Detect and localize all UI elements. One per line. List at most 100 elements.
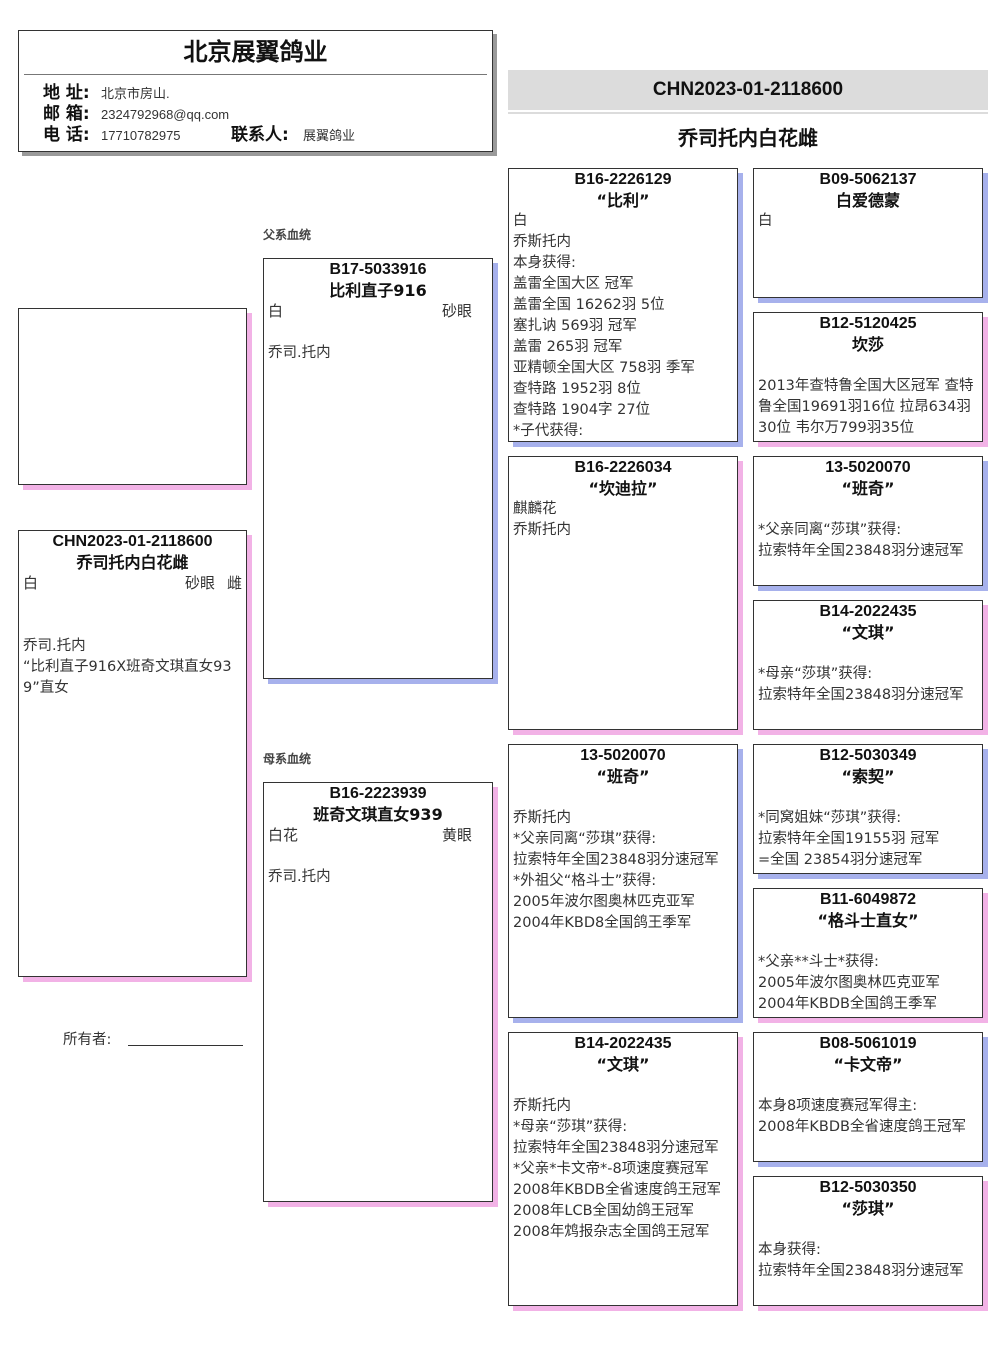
card-line (758, 1075, 978, 1096)
ring-number: B16-2226129 (574, 171, 672, 188)
card-line: 查特路 1952羽 8位 (513, 381, 641, 397)
card-line: 乔司.托内 (268, 869, 331, 885)
dam-card: B16-2223939 班奇文琪直女939 白花 黄眼 乔司.托内 (263, 782, 493, 1202)
ring-number: CHN2023-01-2118600 (52, 533, 213, 550)
card-body: 乔斯托内*父亲同离“莎琪”获得:拉索特年全国23848羽分速冠军*外祖父“格斗士… (509, 787, 737, 934)
card-line (758, 931, 978, 952)
pigeon-name: “文琪” (841, 623, 895, 642)
card-body: *父亲同离“莎琪”获得:拉索特年全国23848羽分速冠军 (754, 499, 982, 562)
card-line: 盖雷 265羽 冠军 (513, 339, 623, 355)
ring-number: B16-2226034 (574, 459, 672, 476)
phone-value: 17710782975 (101, 128, 181, 143)
card-line: 乔斯托内 (513, 522, 571, 538)
card-line (513, 1075, 733, 1096)
subject-card: CHN2023-01-2118600 乔司托内白花雌 白砂眼雌 乔司.托内“比利… (18, 530, 247, 977)
card-line: 2004年KBD8全国鸽王季军 (513, 915, 692, 931)
card-body: 本身获得:拉索特年全国23848羽分速冠军 (754, 1219, 982, 1282)
card-line: 麒麟花 (513, 501, 557, 517)
great-grandparent-card: B08-5061019“卡文帝”本身8项速度赛冠军得主:2008年KBDB全省速… (753, 1032, 983, 1162)
ring-number: B16-2223939 (329, 785, 427, 802)
card-line: *父亲同离“莎琪”获得: (513, 831, 657, 847)
card-line: 乔斯托内 (513, 234, 571, 250)
card-line: 本身获得: (758, 1242, 821, 1258)
card-line (23, 615, 242, 636)
banner-ring: CHN2023-01-2118600 (508, 70, 988, 110)
email-label: 邮 箱: (43, 104, 90, 124)
card-line: 白 (513, 213, 528, 229)
great-grandparent-card: B12-5030349“索契”*同窝姐妹“莎琪”获得:拉索特年全国19155羽 … (753, 744, 983, 874)
card-line: *父亲**斗士*获得: (758, 954, 879, 970)
card-line: 2005年波尔图奥林匹克亚军 (513, 894, 695, 910)
card-line: 2005年波尔图奥林匹克亚军 (758, 975, 940, 991)
eye: 黄眼 (441, 826, 472, 844)
granddam-paternal-card: B16-2226034 “坎迪拉” 麒麟花乔斯托内 (508, 456, 738, 730)
card-line: 盖雷全国 16262羽 5位 (513, 297, 665, 313)
card-line: 2008年鸩报杂志全国鸽王冠军 (513, 1224, 710, 1240)
address-label: 地 址: (43, 83, 90, 103)
contact-value: 展翼鸽业 (303, 128, 356, 143)
pigeon-name: “坎迪拉” (588, 479, 658, 498)
grandsire-maternal-card: 13-5020070“班奇”乔斯托内*父亲同离“莎琪”获得:拉索特年全国2384… (508, 744, 738, 1018)
pigeon-name: “班奇” (841, 479, 895, 498)
card-line: *外祖父“格斗士”获得: (513, 873, 657, 889)
card-body: 乔司.托内 (264, 322, 492, 364)
card-line: 盖雷全国大区 冠军 (513, 276, 634, 292)
card-line (758, 643, 978, 664)
card-body: 2013年查特鲁全国大区冠军 查特鲁全国19691羽16位 拉昂634羽30位 … (754, 355, 982, 439)
card-line: *子代获得: (513, 423, 584, 439)
color: 白 (268, 302, 284, 320)
card-line (268, 846, 488, 867)
great-grandparent-card: B14-2022435“文琪”*母亲“莎琪”获得:拉索特年全国23848羽分速冠… (753, 600, 983, 730)
card-line: 乔斯托内 (513, 1098, 571, 1114)
pigeon-name: “格斗士直女” (817, 911, 919, 930)
ring-number: B09-5062137 (819, 171, 917, 188)
card-line (23, 594, 242, 615)
ring-number: B12-5030350 (819, 1179, 917, 1196)
breeder-title: 北京展翼鸽业 (183, 38, 328, 66)
card-line: *同窝姐妹“莎琪”获得: (758, 810, 902, 826)
sire-card: B17-5033916 比利直子916 白砂眼 乔司.托内 (263, 258, 493, 679)
sire-line-label: 父系血统 (263, 228, 312, 242)
ring-number: B12-5030349 (819, 747, 917, 764)
grandsire-paternal-card: B16-2226129“比利”白乔斯托内本身获得:盖雷全国大区 冠军盖雷全国 1… (508, 168, 738, 442)
card-line: 2008年LCB全国幼鸽王冠军 (513, 1203, 695, 1219)
color: 白花 (268, 826, 299, 844)
card-body: 白 (754, 211, 982, 232)
banner-name: 乔司托内白花雌 (678, 126, 818, 150)
card-line: *父亲*卡文帝*-8项速度赛冠军 (513, 1161, 709, 1177)
card-line (758, 787, 978, 808)
card-line (268, 322, 488, 343)
card-body: 乔斯托内 *母亲“莎琪”获得: 拉索特年全国23848羽分速冠军 *父亲*卡文帝*-8… (509, 1075, 737, 1243)
card-body: 乔司.托内 “比利直子916X班奇文琪直女939”直女 (19, 594, 246, 699)
pigeon-name: 比利直子916 (329, 281, 427, 300)
address-value: 北京市房山. (101, 86, 170, 101)
card-line: =全国 23854羽分速冠军 (758, 852, 923, 868)
ring-number: B17-5033916 (329, 261, 427, 278)
pigeon-name: “文琪” (596, 1055, 650, 1074)
owner-signature-line[interactable] (128, 1045, 243, 1046)
pigeon-name: “莎琪” (841, 1199, 895, 1218)
pigeon-name: 班奇文琪直女939 (313, 805, 443, 824)
pigeon-name: “卡文帝” (833, 1055, 903, 1074)
card-body: *母亲“莎琪”获得:拉索特年全国23848羽分速冠军 (754, 643, 982, 706)
card-line: 乔司.托内 (23, 638, 86, 654)
ring-number: B14-2022435 (574, 1035, 672, 1052)
card-line: 拉索特年全国23848羽分速冠军 (513, 1140, 719, 1156)
card-line: 塞扎讷 569羽 冠军 (513, 318, 637, 334)
card-line: 2008年KBDB全省速度鸽王冠军 (513, 1182, 721, 1198)
dam-line-label: 母系血统 (263, 752, 312, 766)
photo-placeholder (18, 308, 247, 485)
card-line: *母亲“莎琪”获得: (513, 1119, 628, 1135)
owner-label: 所有者: (63, 1032, 112, 1048)
ring-number: B08-5061019 (819, 1035, 917, 1052)
pigeon-name: 乔司托内白花雌 (76, 553, 189, 572)
card-line: 本身获得: (513, 255, 576, 271)
email-value: 2324792968@qq.com (101, 107, 230, 122)
card-body: 白乔斯托内本身获得: 盖雷全国大区 冠军盖雷全国 16262羽 5位塞扎讷 569… (509, 211, 737, 441)
card-line: 拉索特年全国23848羽分速冠军 (758, 543, 964, 559)
ring-number: B12-5120425 (819, 315, 917, 332)
card-line: “比利直子916X班奇文琪直女939”直女 (23, 659, 232, 696)
